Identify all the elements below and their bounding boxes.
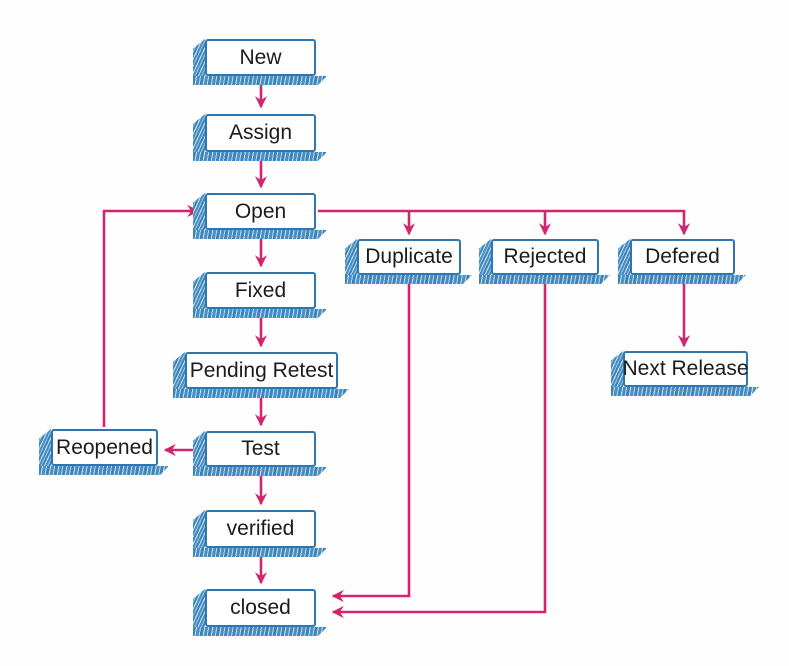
node-label: closed — [230, 596, 291, 619]
node-verified: verified — [205, 510, 316, 548]
node-label: Duplicate — [365, 245, 453, 268]
node-label: Assign — [228, 121, 293, 144]
node-open: Open — [205, 193, 316, 230]
node-new: New — [205, 39, 316, 76]
edge-reopened-open — [102, 204, 200, 427]
edge-duplicate-closed — [331, 284, 411, 603]
node-test: Test — [205, 431, 316, 467]
node-closed: closed — [205, 589, 316, 627]
node-label: Pending Retest — [189, 358, 334, 382]
node-rejected: Rejected — [491, 239, 599, 275]
node-label: Rejected — [503, 245, 587, 268]
node-fixed: Fixed — [205, 272, 316, 309]
node-pending-retest: Pending Retest — [185, 352, 338, 389]
node-assign: Assign — [205, 114, 316, 152]
node-label: Defered — [645, 245, 720, 268]
node-label: Open — [234, 199, 287, 223]
node-label: Fixed — [234, 278, 287, 302]
node-reopened: Reopened — [51, 429, 158, 466]
node-label: Test — [241, 437, 280, 460]
node-defered: Defered — [630, 239, 735, 275]
node-duplicate: Duplicate — [357, 239, 461, 275]
node-next-release: Next Release — [622, 351, 749, 387]
node-label: Reopened — [56, 435, 153, 459]
edge-rejected-closed — [331, 284, 547, 619]
edge-open-defered — [318, 209, 691, 236]
node-label: New — [239, 45, 282, 69]
node-label: Next Release — [622, 357, 749, 380]
node-label: verified — [226, 517, 295, 540]
